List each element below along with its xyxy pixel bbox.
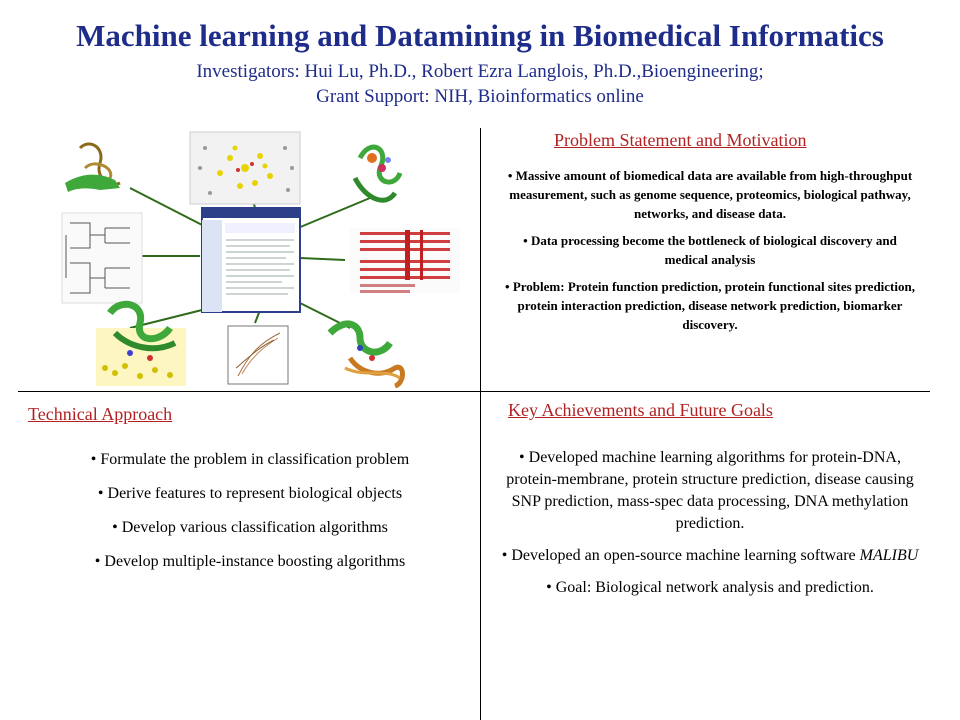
protein-structure-image-2: [352, 144, 403, 203]
membrane-protein-image: [96, 300, 186, 386]
problem-statement-bullets: • Massive amount of biomedical data are …: [500, 166, 920, 342]
network-graph-image: [189, 131, 301, 205]
dna-protein-complex-image: [327, 320, 405, 388]
technical-approach-heading: Technical Approach: [28, 404, 173, 424]
technical-bullet-3: • Develop various classification algorit…: [112, 519, 388, 536]
page-title: Machine learning and Datamining in Biome…: [76, 18, 884, 53]
achievement-bullet-2: • Developed an open-source machine learn…: [500, 545, 920, 567]
grant-support-line: Grant Support: NIH, Bioinformatics onlin…: [316, 86, 644, 107]
problem-statement-heading: Problem Statement and Motivation: [554, 130, 807, 150]
horizontal-divider: [18, 391, 930, 392]
achievement-bullet-2-text: • Developed an open-source machine learn…: [501, 547, 860, 564]
technical-bullet-4: • Develop multiple-instance boosting alg…: [94, 553, 406, 570]
mass-spec-plot-image: [227, 325, 289, 385]
key-achievements-heading: Key Achievements and Future Goals: [508, 400, 773, 420]
vertical-divider: [480, 128, 481, 720]
investigators-line: Investigators: Hui Lu, Ph.D., Robert Ezr…: [196, 61, 764, 82]
problem-bullet-3: • Problem: Protein function prediction, …: [505, 279, 915, 332]
bioinformatics-collage: [60, 128, 460, 388]
sequence-alignment-image: [350, 228, 460, 293]
protein-structure-image-1: [65, 142, 121, 192]
technical-bullet-2: • Derive features to represent biologica…: [97, 485, 403, 502]
achievement-bullet-1: • Developed machine learning algorithms …: [506, 449, 914, 532]
achievement-bullet-3: • Goal: Biological network analysis and …: [546, 579, 874, 596]
problem-bullet-2: • Data processing become the bottleneck …: [523, 233, 897, 267]
malibu-software-screenshot: [201, 207, 301, 313]
problem-bullet-1: • Massive amount of biomedical data are …: [507, 168, 913, 221]
key-achievements-bullets: • Developed machine learning algorithms …: [500, 447, 920, 609]
technical-bullet-1: • Formulate the problem in classificatio…: [90, 451, 410, 468]
technical-approach-bullets: • Formulate the problem in classificatio…: [40, 450, 460, 586]
phylogenetic-tree-image: [61, 212, 143, 304]
software-name: MALIBU: [859, 547, 919, 564]
